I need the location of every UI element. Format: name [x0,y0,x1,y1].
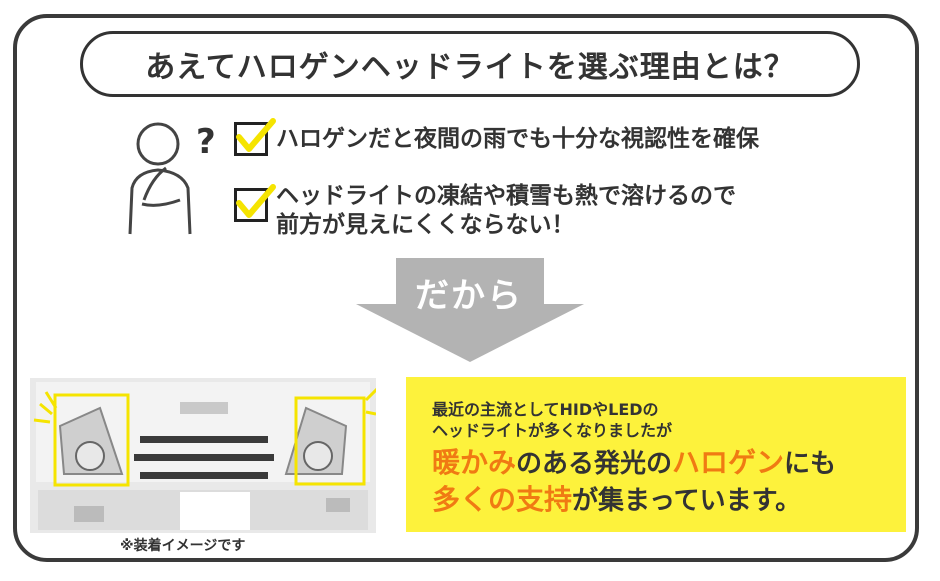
check-text-line: ヘッドライトの凍結や積雪も熱で溶けるので [276,183,736,209]
down-arrow-icon [356,258,584,362]
check-item-1: ハロゲンだと夜間の雨でも十分な視認性を確保 [234,118,759,156]
outer-frame [13,14,919,562]
arrow-label: だから [415,276,523,316]
emphasis-text: のある発光の [516,449,673,479]
check-text-line: ハロゲンだと夜間の雨でも十分な視認性を確保 [276,126,759,152]
info-line-1: 最近の主流としてHIDやLEDの [432,400,659,419]
check-text-line: 前方が見えにくくならない！ [276,212,575,238]
checkmark-icon [236,118,276,152]
info-emphasis-1: 暖かみのある発光のハロゲンにも [432,445,906,482]
truck-front-image [30,378,376,533]
checkbox-icon [234,184,276,222]
question-mark: ? [196,122,216,162]
emphasis-halogen: ハロゲン [672,446,785,479]
checkmark-icon [236,184,276,218]
emphasis-text: にも [784,449,837,479]
emphasis-support: 多くの支持 [432,483,573,516]
emphasis-warmth: 暖かみ [432,446,517,479]
page-title: あえてハロゲンヘッドライトを選ぶ理由とは？ [80,31,860,97]
thinking-person-icon [128,122,192,235]
info-line-2: ヘッドライトが多くなりましたが [432,421,673,440]
emphasis-text: が集まっています。 [572,486,802,516]
info-box: 最近の主流としてHIDやLEDの ヘッドライトが多くなりましたが 暖かみのある発… [406,377,906,532]
image-caption: ※装着イメージです [120,538,246,554]
info-emphasis-2: 多くの支持が集まっています。 [432,482,906,519]
checkbox-icon [234,118,276,156]
check-item-2: ヘッドライトの凍結や積雪も熱で溶けるので 前方が見えにくくならない！ [234,182,736,240]
